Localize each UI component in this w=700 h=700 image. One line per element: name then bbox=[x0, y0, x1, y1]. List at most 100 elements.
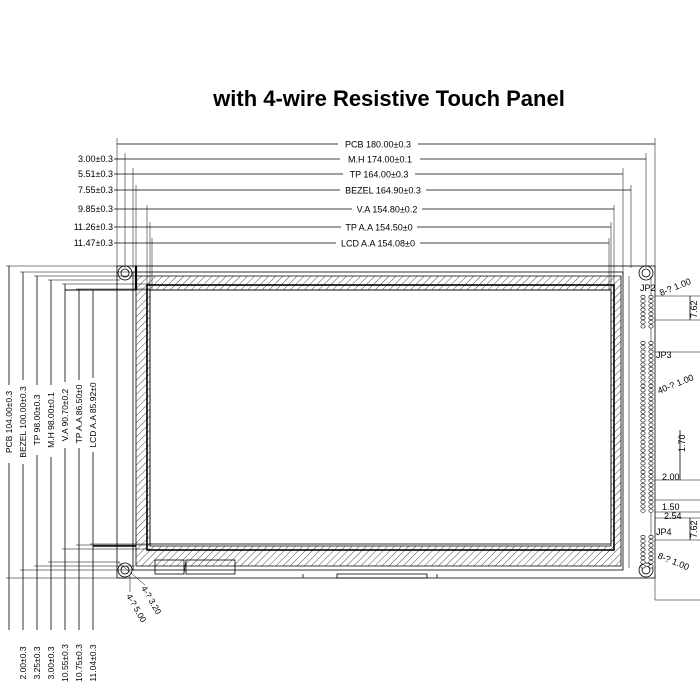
pin-hole bbox=[640, 551, 646, 556]
pin-hole bbox=[640, 405, 646, 410]
top-dimensions: PCB 180.00±0.3 M.H 174.00±0.1 TP 164.00±… bbox=[74, 138, 656, 290]
pin-hole bbox=[640, 320, 646, 325]
pin-hole bbox=[640, 303, 646, 308]
pin-hole bbox=[640, 539, 646, 544]
pin-hole bbox=[648, 383, 654, 388]
pin-hole bbox=[640, 534, 646, 539]
pin-hole bbox=[648, 448, 654, 453]
dim-bottom-2: 3.25±0.3 bbox=[32, 646, 42, 679]
pin-hole bbox=[640, 375, 646, 380]
pin-hole bbox=[648, 474, 654, 479]
pin-hole bbox=[640, 461, 646, 466]
dim-left-1: 3.00±0.3 bbox=[78, 154, 113, 164]
pin-hole bbox=[648, 320, 654, 325]
dim-tp-height: TP 98.00±0.3 bbox=[32, 394, 42, 445]
pin-hole bbox=[640, 294, 646, 299]
dim-bezel-width: BEZEL 164.90±0.3 bbox=[345, 186, 421, 196]
pin-hole bbox=[648, 508, 654, 513]
pin-hole bbox=[640, 418, 646, 423]
pin-hole bbox=[648, 431, 654, 436]
pin-header-jp4 bbox=[640, 534, 654, 569]
pin-hole bbox=[640, 504, 646, 509]
dim-bezel-height: BEZEL 100.00±0.3 bbox=[18, 386, 28, 458]
dim-left-3: 7.55±0.3 bbox=[78, 185, 113, 195]
pin-hole bbox=[640, 491, 646, 496]
dim-tpaa-height: TP A.A 86.50±0 bbox=[74, 384, 84, 443]
dim-left-5: 11.26±0.3 bbox=[74, 222, 113, 232]
pin-hole bbox=[648, 375, 654, 380]
mount-hole-icon bbox=[117, 265, 133, 281]
top-holes-label: 8-? 1.00 bbox=[658, 276, 692, 298]
pin-hole bbox=[648, 564, 654, 569]
dim-va-height: V.A 90.70±0.2 bbox=[60, 388, 70, 441]
pin-hole bbox=[648, 478, 654, 483]
dim-mh-width: M.H 174.00±0.1 bbox=[348, 155, 412, 165]
pin-hole bbox=[648, 487, 654, 492]
pin-hole bbox=[648, 396, 654, 401]
jp4-label: JP4 bbox=[656, 527, 672, 537]
pin-hole bbox=[648, 469, 654, 474]
pin-hole bbox=[648, 414, 654, 419]
dim-pcb-width: PCB 180.00±0.3 bbox=[345, 140, 411, 150]
pin-hole bbox=[640, 307, 646, 312]
pin-hole bbox=[640, 345, 646, 350]
pin-hole bbox=[640, 299, 646, 304]
dim-762-bottom: 7.62 bbox=[689, 520, 699, 538]
pin-hole bbox=[640, 547, 646, 552]
pin-hole bbox=[648, 366, 654, 371]
dim-762-top: 7.62 bbox=[689, 300, 699, 318]
pin-hole bbox=[640, 362, 646, 367]
pin-hole bbox=[640, 439, 646, 444]
dim-bottom-4: 10.55±0.3 bbox=[60, 644, 70, 682]
pin-hole bbox=[640, 431, 646, 436]
dim-200: 2.00 bbox=[662, 472, 680, 482]
pin-hole bbox=[640, 555, 646, 560]
dim-tp-width: TP 164.00±0.3 bbox=[350, 170, 409, 180]
mount-hole-icon bbox=[117, 562, 133, 578]
pin-hole bbox=[640, 401, 646, 406]
pin-hole bbox=[648, 491, 654, 496]
mount-hole-icon bbox=[638, 562, 654, 578]
dim-left-4: 9.85±0.3 bbox=[78, 204, 113, 214]
pin-hole bbox=[648, 294, 654, 299]
pin-hole bbox=[648, 358, 654, 363]
dim-150: 1.50 bbox=[662, 502, 680, 512]
dim-left-2: 5.51±0.3 bbox=[78, 169, 113, 179]
pin-hole bbox=[648, 315, 654, 320]
pin-hole bbox=[640, 469, 646, 474]
left-dimensions: PCB 104.00±0.3 BEZEL 100.00±0.3 TP 98.00… bbox=[4, 265, 152, 682]
pin-hole bbox=[640, 409, 646, 414]
pin-hole bbox=[640, 478, 646, 483]
pin-hole bbox=[648, 444, 654, 449]
fpc-slot-2 bbox=[185, 559, 236, 575]
pin-hole bbox=[640, 383, 646, 388]
dim-pcb-height: PCB 104.00±0.3 bbox=[4, 391, 14, 454]
dim-bottom-1: 2.00±0.3 bbox=[18, 646, 28, 679]
pin-hole bbox=[640, 508, 646, 513]
pin-hole bbox=[640, 392, 646, 397]
drawing-title: with 4-wire Resistive Touch Panel bbox=[212, 86, 565, 111]
pin-hole bbox=[648, 465, 654, 470]
middle-holes-label: 40-? 1.00 bbox=[656, 372, 695, 396]
dim-lcdaa-height: LCD A.A 85.92±0 bbox=[88, 382, 98, 447]
pin-hole bbox=[640, 444, 646, 449]
pin-hole bbox=[648, 418, 654, 423]
pin-hole bbox=[648, 500, 654, 505]
mount-hole-icon bbox=[638, 265, 654, 281]
pin-header-jp2 bbox=[640, 294, 654, 329]
pin-hole bbox=[640, 457, 646, 462]
pin-hole bbox=[640, 543, 646, 548]
pin-hole bbox=[648, 555, 654, 560]
pin-hole bbox=[640, 448, 646, 453]
pin-hole bbox=[648, 452, 654, 457]
pin-hole bbox=[648, 324, 654, 329]
pin-hole bbox=[648, 482, 654, 487]
pin-hole bbox=[640, 358, 646, 363]
pin-hole bbox=[648, 299, 654, 304]
pin-hole bbox=[648, 435, 654, 440]
pin-hole bbox=[648, 392, 654, 397]
pin-hole bbox=[648, 457, 654, 462]
pin-hole bbox=[640, 388, 646, 393]
pin-hole bbox=[648, 504, 654, 509]
active-area-outline bbox=[149, 289, 612, 545]
